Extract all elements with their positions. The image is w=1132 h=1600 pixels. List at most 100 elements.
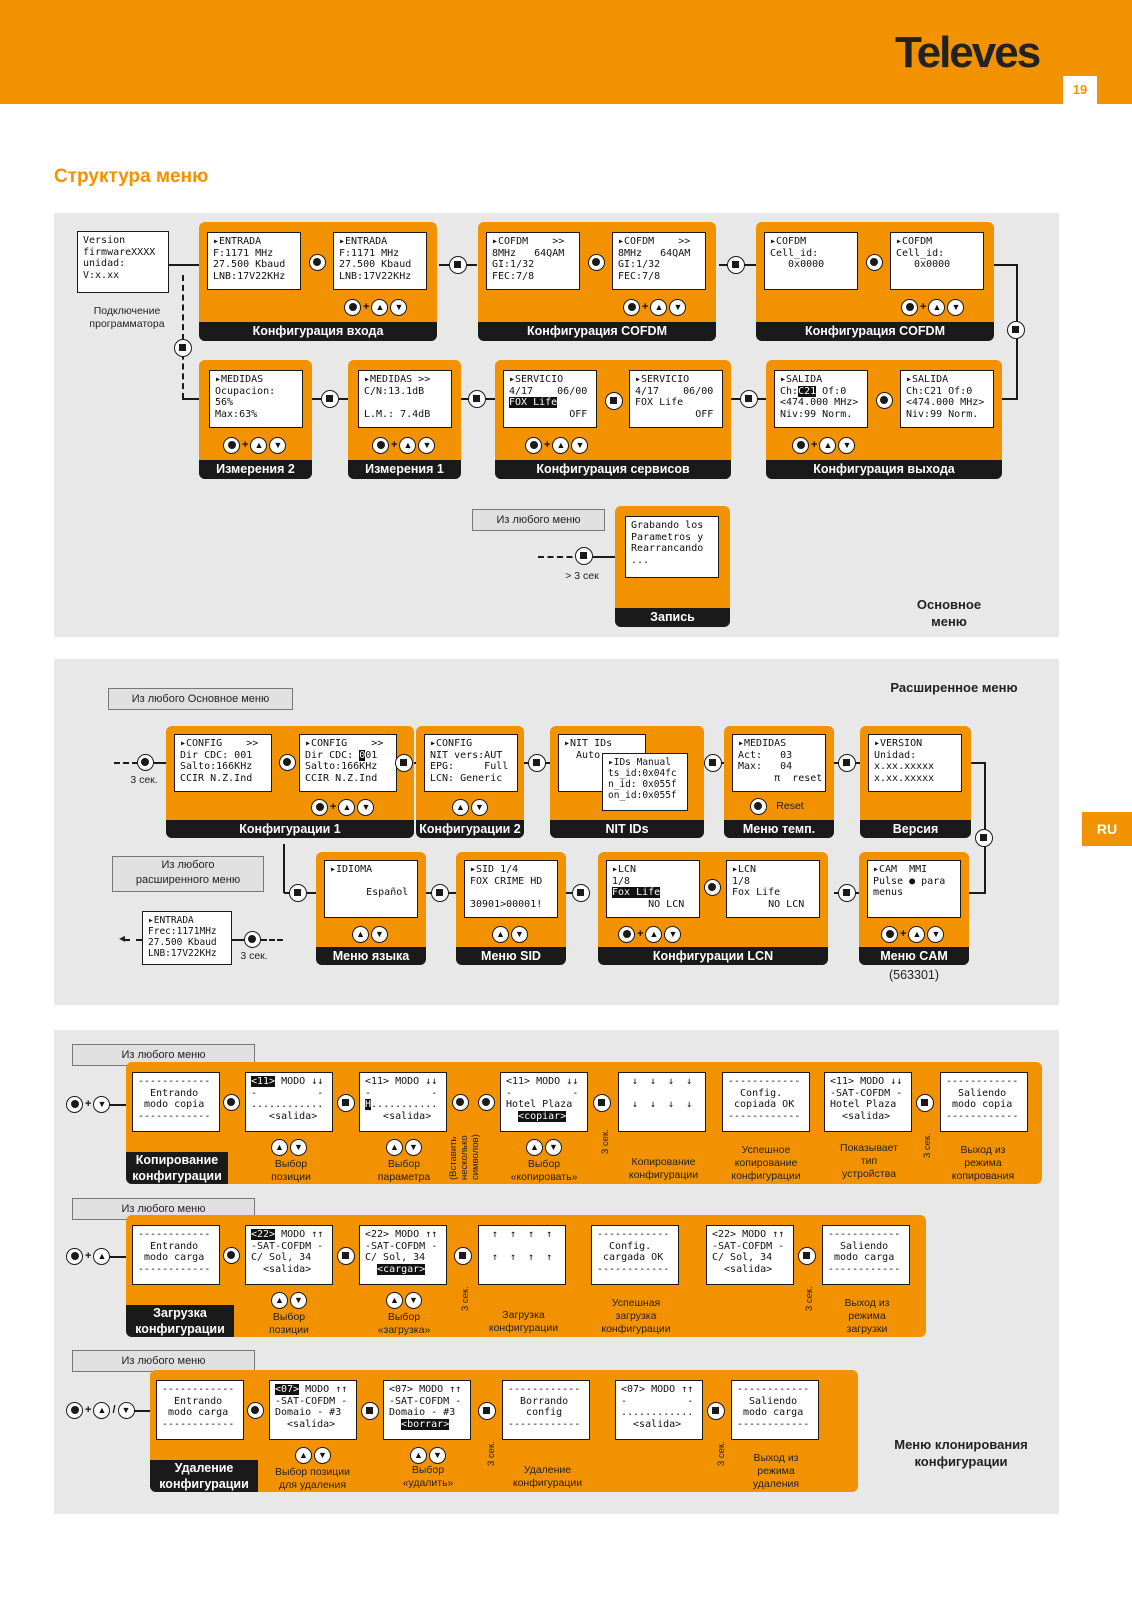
up-down-controls[interactable]: ▲▼ [295, 1446, 331, 1464]
ok-button[interactable] [223, 1247, 240, 1264]
ok-button[interactable] [866, 254, 883, 271]
up-down-controls[interactable]: ▲▼ [386, 1291, 422, 1309]
delete-label: Выход из режима удаления [752, 1452, 800, 1490]
nav-button[interactable] [337, 1247, 355, 1265]
nav-button[interactable] [605, 392, 623, 410]
load-label: 3 сек. [460, 1286, 471, 1311]
nav-button[interactable] [838, 754, 856, 772]
nav-button[interactable] [174, 339, 192, 357]
group-caption: Меню языка [316, 947, 426, 965]
lcd-servicio-1: ▸SERVICIO 4/17 06/00 FOX Life OFF [503, 370, 597, 428]
ok-up-down-controls[interactable]: +▲▼ [623, 298, 687, 316]
group-config-2: ▸CONFIG NIT vers:AUT EPG: Full LCN: Gene… [416, 726, 524, 838]
delete-label: Выбор «удалить» [402, 1464, 454, 1489]
reset-button[interactable] [750, 798, 767, 815]
group-caption: Версия [860, 820, 971, 838]
up-down-controls[interactable]: ▲▼ [386, 1138, 422, 1156]
model-number: (563301) [888, 968, 940, 982]
up-down-controls[interactable]: ▲▼ [526, 1138, 562, 1156]
copy-label: 3 сек. [600, 1129, 611, 1154]
nav-button[interactable] [704, 754, 722, 772]
up-down-controls[interactable]: ▲▼ [352, 925, 388, 943]
ok-button[interactable] [247, 1402, 264, 1419]
nav-button[interactable] [321, 390, 339, 408]
group-services-config: ▸SERVICIO 4/17 06/00 FOX Life OFF ▸SERVI… [495, 360, 731, 479]
nav-button[interactable] [572, 884, 590, 902]
ok-button[interactable] [588, 254, 605, 271]
lcd-version: ▸VERSION Unidad: x.xx.xxxxx x.xx.xxxxx [868, 734, 962, 792]
ok-up-down-controls[interactable]: +▲▼ [311, 798, 375, 816]
nav-button[interactable] [337, 1094, 355, 1112]
nav-button[interactable] [449, 256, 467, 274]
group-caption: Меню CAM [859, 947, 969, 965]
group-sid-menu: ▸SID 1/4 FOX CRIME HD 30901>00001! ▲▼ Ме… [456, 852, 566, 965]
group-caption: Меню темп. [724, 820, 834, 838]
nav-button[interactable] [798, 1247, 816, 1265]
delete-lcd-4: ------------ Borrando config -----------… [502, 1380, 590, 1440]
nav-button[interactable] [289, 884, 307, 902]
ok-button[interactable] [223, 1094, 240, 1111]
nav-button[interactable] [468, 390, 486, 408]
nav-button[interactable] [740, 390, 758, 408]
lcd-entrada-ext: ▸ENTRADA Frec:1171MHz 27.500 Kbaud LNB:1… [142, 911, 232, 965]
copy-caption: Копирование конфигурации [126, 1152, 228, 1184]
nav-button[interactable] [431, 884, 449, 902]
extended-menu-panel: Расширенное меню Из любого Основное меню… [54, 659, 1059, 1005]
ok-up-down-controls[interactable]: +▲▼ [792, 436, 856, 454]
hold-button[interactable] [575, 547, 593, 565]
up-down-controls[interactable]: ▲▼ [271, 1291, 307, 1309]
nav-button[interactable] [454, 1247, 472, 1265]
delete-label: 3 сек. [486, 1441, 497, 1466]
up-down-controls[interactable]: ▲▼ [410, 1446, 446, 1464]
up-down-controls[interactable]: ▲▼ [452, 798, 488, 816]
nav-button[interactable] [395, 754, 413, 772]
copy-lcd-1: ------------ Entrando modo copia -------… [132, 1072, 220, 1132]
group-cam-menu: ▸CAM MMI Pulse ● para menus +▲▼ Меню CAM [859, 852, 969, 965]
ok-up-down-controls[interactable]: +▲/▼ [66, 1401, 135, 1419]
nav-button[interactable] [593, 1094, 611, 1112]
up-down-controls[interactable]: ▲▼ [271, 1138, 307, 1156]
ok-button[interactable] [704, 879, 721, 896]
nav-button[interactable] [1007, 321, 1025, 339]
ok-button[interactable] [452, 1094, 469, 1111]
nav-button[interactable] [361, 1402, 379, 1420]
ok-button[interactable] [876, 392, 893, 409]
lcd-servicio-2: ▸SERVICIO 4/17 06/00 FOX Life OFF [629, 370, 723, 428]
ok-button[interactable] [244, 931, 261, 948]
nav-button[interactable] [528, 754, 546, 772]
main-menu-panel: Version firmwareXXXX unidad: V:x.xx Подк… [54, 213, 1059, 637]
ok-up-down-controls[interactable]: +▲▼ [344, 298, 408, 316]
group-write: Grabando los Parametros y Rearrancando .… [615, 506, 730, 627]
up-down-controls[interactable]: ▲▼ [492, 925, 528, 943]
ok-button[interactable] [137, 754, 154, 771]
copy-lcd-5: ↓ ↓ ↓ ↓ ↓ ↓ ↓ ↓ [618, 1072, 706, 1132]
ok-button[interactable] [309, 254, 326, 271]
ok-up-down-controls[interactable]: +▲▼ [881, 925, 945, 943]
ok-up-down-controls[interactable]: +▲▼ [223, 436, 287, 454]
hold-label: 3 сек. [130, 774, 158, 786]
ok-up-down-controls[interactable]: +▲▼ [525, 436, 589, 454]
ok-button[interactable] [478, 1094, 495, 1111]
ok-button[interactable] [279, 754, 296, 771]
ok-down-controls[interactable]: +▼ [66, 1095, 111, 1113]
delete-lcd-1: ------------ Entrando modo carga -------… [156, 1380, 244, 1440]
copy-label: (Вставить несколько символов) [448, 1134, 481, 1180]
nav-button[interactable] [916, 1094, 934, 1112]
ok-up-down-controls[interactable]: +▲▼ [372, 436, 436, 454]
ok-up-controls[interactable]: +▲ [66, 1247, 111, 1265]
nav-button[interactable] [727, 256, 745, 274]
nav-button[interactable] [838, 884, 856, 902]
nav-button[interactable] [478, 1402, 496, 1420]
ok-up-down-controls[interactable]: +▲▼ [618, 925, 682, 943]
arrow-left-icon: ◂ [118, 931, 126, 945]
group-caption: Конфигурации LCN [598, 947, 828, 965]
lcd-sid: ▸SID 1/4 FOX CRIME HD 30901>00001! [464, 860, 558, 918]
nav-button[interactable] [707, 1402, 725, 1420]
language-tab[interactable]: RU [1082, 812, 1132, 846]
group-config-1: ▸CONFIG >> Dir CDC: 001 Salto:166KHz CCI… [166, 726, 414, 838]
nav-button[interactable] [975, 829, 993, 847]
from-ext-callout: Из любого расширенного меню [112, 856, 264, 892]
lcd-medidas-1: ▸MEDIDAS >> C/N:13.1dB L.M.: 7.4dB [358, 370, 452, 428]
ok-up-down-controls[interactable]: +▲▼ [901, 298, 965, 316]
lcd-cell-2: ▸COFDM Cell_id: 0x0000 [890, 232, 984, 290]
